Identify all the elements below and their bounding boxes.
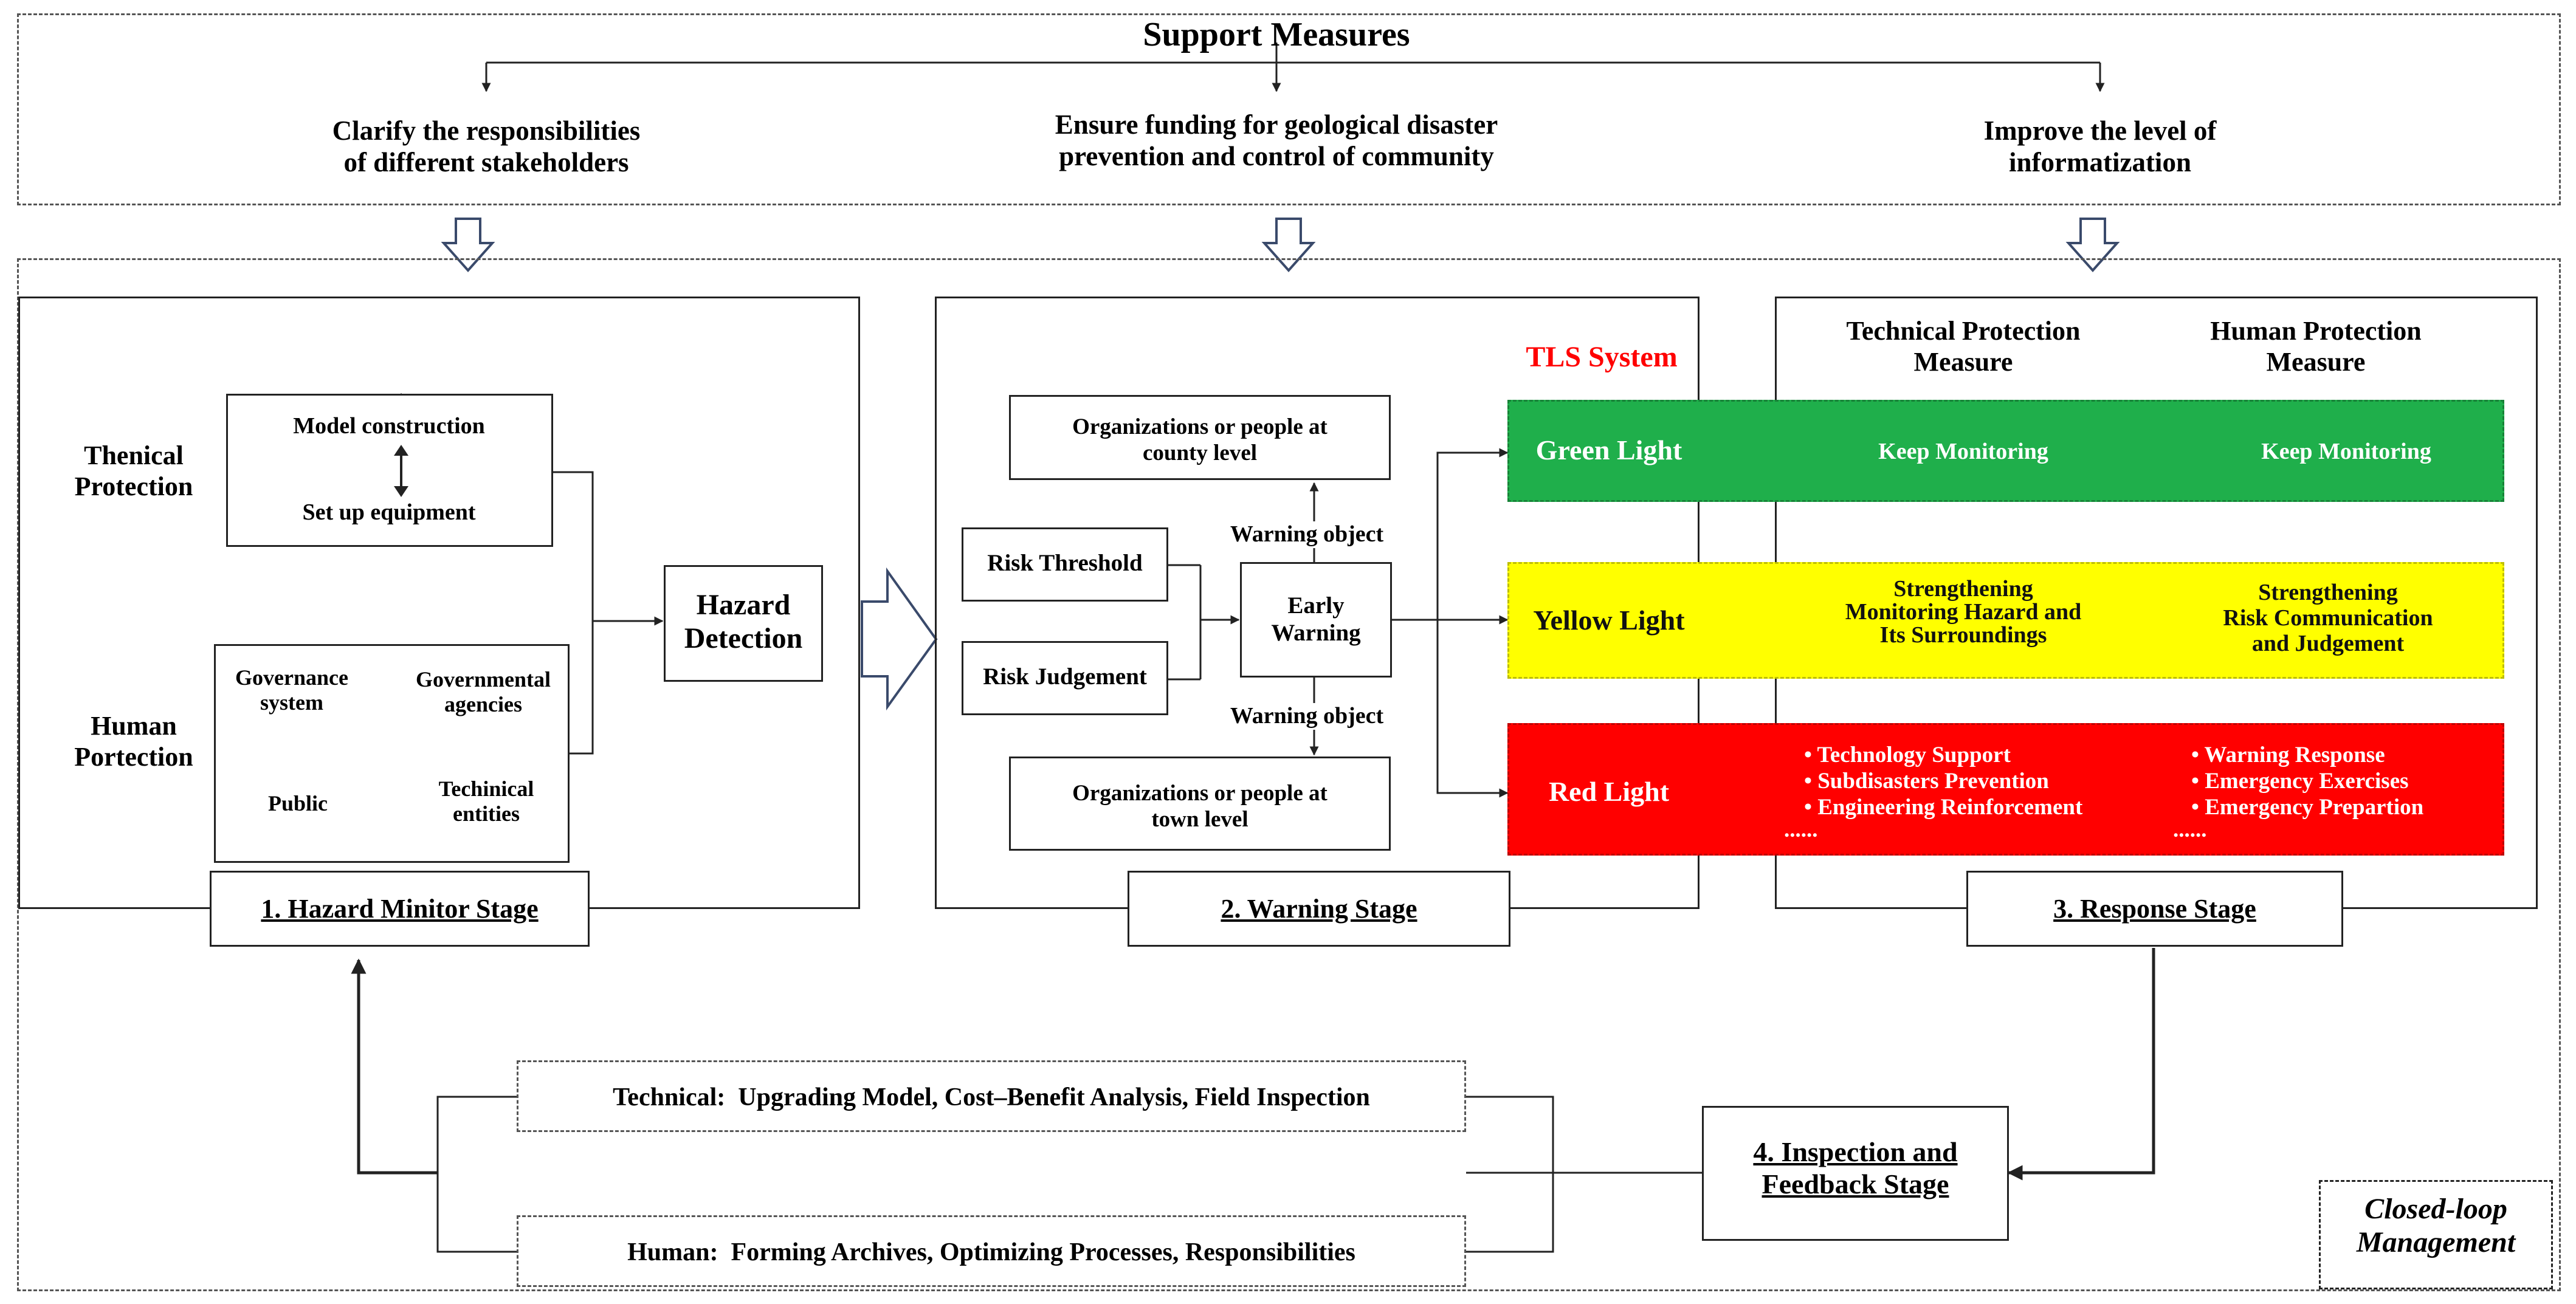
warning-object-bottom-label: Warning object (1210, 703, 1404, 730)
red-human-item-3: • Emergency Prepartion (2191, 795, 2424, 820)
stage1-label: 1. Hazard Minitor Stage (210, 871, 590, 947)
risk-threshold-label: Risk Threshold (987, 550, 1143, 576)
tls-system-title: TLS System (1526, 341, 1678, 373)
human-measure-header: Human Protection Measure (2210, 316, 2422, 377)
support-down-arrows (441, 218, 2120, 273)
red-tech-item-2: • Subdisasters Prevention (1804, 769, 2049, 794)
yellow-human-measure: Strengthening Risk Communication and Jud… (2223, 580, 2433, 656)
warning-object-top-label: Warning object (1210, 521, 1404, 548)
technical-feedback-label: Technical: Upgrading Model, Cost–Benefit… (613, 1083, 1370, 1111)
feedback-branch-lines (359, 1096, 1702, 1253)
yellow-light-label: Yellow Light (1533, 605, 1685, 636)
technical-protection-box (226, 394, 553, 547)
green-human-measure: Keep Monitoring (2261, 439, 2431, 464)
green-light-band (1507, 400, 2504, 502)
human-feedback-box (517, 1215, 1466, 1287)
stage2-label: 2. Warning Stage (1128, 871, 1510, 947)
human-feedback-label: Human: Forming Archives, Optimizing Proc… (627, 1238, 1355, 1266)
technical-measure-header: Technical Protection Measure (1846, 316, 2081, 377)
set-up-equipment-label: Set up equipment (302, 499, 476, 525)
red-human-ellipsis: ...... (2173, 817, 2207, 842)
closed-loop-label-box (2319, 1180, 2553, 1289)
risk-judgement-label: Risk Judgement (983, 664, 1147, 690)
stage1-to-stage2-arrow (861, 567, 938, 711)
red-human-item-2: • Emergency Exercises (2191, 769, 2409, 794)
red-tech-item-1: • Technology Support (1804, 743, 2011, 767)
down-arrow-1 (441, 218, 495, 273)
thenical-protection-label: Thenical Protection (74, 441, 193, 501)
green-light-label: Green Light (1535, 434, 1682, 465)
hazard-detection-box (664, 565, 823, 682)
down-arrow-3 (2065, 218, 2120, 273)
techinical-entities-label: Techinical entities (438, 777, 534, 826)
double-arrow-icon (394, 445, 408, 497)
red-light-label: Red Light (1548, 776, 1670, 807)
model-construction-label: Model construction (293, 413, 485, 439)
support-branch-lines (481, 43, 2105, 92)
down-arrow-2 (1261, 218, 1316, 273)
green-tech-measure: Keep Monitoring (1878, 439, 2048, 464)
town-level-box (1009, 757, 1391, 851)
technical-feedback-box (517, 1060, 1466, 1132)
early-warning-box (1240, 562, 1392, 678)
county-level-box (1009, 395, 1391, 480)
governance-system-label: Governance system (235, 665, 348, 715)
support-item-informatization: Improve the level of informatization (1983, 115, 2217, 177)
closed-loop-label: Closed-loop Management (2356, 1193, 2516, 1259)
stage3-label: 3. Response Stage (1966, 871, 2343, 947)
support-item-stakeholders: Clarify the responsibilities of differen… (332, 115, 641, 177)
closed-loop-area (17, 258, 2561, 1291)
yellow-tech-measure: Strengthening Monitoring Hazard and Its … (1845, 576, 2082, 648)
red-tech-ellipsis: ...... (1784, 817, 1818, 842)
support-measures-title: Support Measures (1143, 16, 1410, 53)
stage4-box (1702, 1106, 2009, 1241)
red-human-item-1: • Warning Response (2191, 743, 2385, 767)
risk-threshold-box (962, 527, 1168, 602)
town-level-label: Organizations or people at town level (1072, 781, 1328, 832)
red-light-band (1507, 723, 2504, 856)
support-item-funding: Ensure funding for geological disaster p… (1055, 109, 1498, 171)
governmental-agencies-label: Governmental agencies (416, 667, 551, 717)
human-portection-label: Human Portection (74, 711, 193, 772)
county-level-label: Organizations or people at county level (1072, 414, 1328, 465)
red-tech-item-3: • Engineering Reinforcement (1804, 795, 2083, 820)
human-protection-box (214, 644, 570, 863)
public-label: Public (267, 791, 328, 815)
yellow-light-band (1507, 562, 2504, 679)
risk-judgement-box (962, 641, 1168, 715)
hazard-detection-label: Hazard Detection (684, 589, 803, 655)
early-warning-label: Early Warning (1271, 592, 1361, 646)
support-measures-panel (17, 13, 2561, 205)
stage4-label: 4. Inspection and Feedback Stage (1753, 1136, 1958, 1199)
